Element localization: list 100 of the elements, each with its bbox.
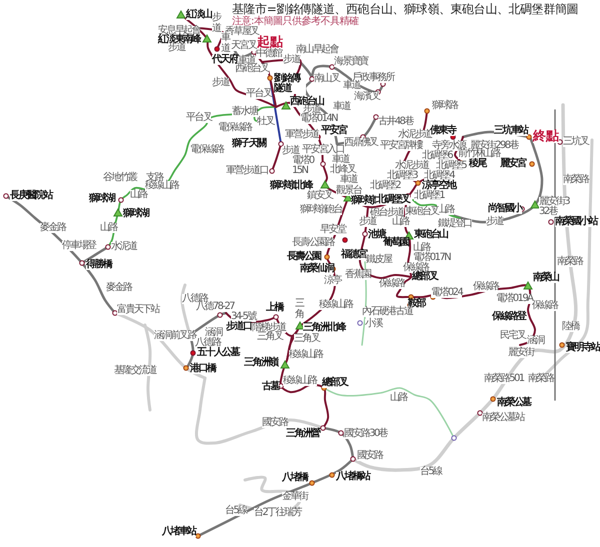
trail-label: 山路 xyxy=(413,243,430,253)
place-name: 寶明寺站 xyxy=(566,343,600,353)
trail-label: 電塔024 xyxy=(431,288,462,298)
trail-label: 北峰叉 xyxy=(330,165,356,175)
trail-label: 北碉堡1 xyxy=(414,191,444,201)
trail-label: 台2丁往瑞芳 xyxy=(254,508,301,518)
trail-label: 谷地竹叢 xyxy=(103,173,137,183)
trail-label: 麗安街 xyxy=(508,348,534,358)
trail-label: 長壽公園路 xyxy=(292,238,334,248)
trail-label: 涵洞 xyxy=(205,328,222,338)
trail-label: 金華街 xyxy=(282,492,308,502)
place-name: 步道口 xyxy=(226,322,252,332)
trail-label: 保線路 xyxy=(532,301,558,311)
trail-label: 北碉堡3 xyxy=(387,171,417,181)
trail-label: 蓄水塘 xyxy=(232,107,258,117)
place-name: 八堵橋 xyxy=(282,473,308,483)
trail-label: 涵洞 xyxy=(527,336,544,346)
place-name: 港口橋 xyxy=(190,364,216,374)
trail-label: 獅球嶺砲台 xyxy=(300,205,342,215)
place-name: 三角洲嶺 xyxy=(244,358,278,368)
trail-label: 台5線 xyxy=(225,506,247,516)
trail-label: 台5線 xyxy=(420,467,442,477)
trail-label: 安息早起會 xyxy=(158,26,200,36)
place-name: 八堵橋站 xyxy=(336,472,370,482)
place-name: 平安宮 xyxy=(321,126,346,136)
trail-label: 北碉堡2 xyxy=(370,181,400,191)
trail-label: 山路 xyxy=(130,190,147,200)
endpoint-label: 起點 xyxy=(257,36,283,49)
trail-label: 電塔019A xyxy=(496,294,532,304)
map-title: 基隆市=劉銘傳隧道、西砲台山、獅球嶺、東砲台山、北碉堡群簡圖 xyxy=(232,1,578,16)
trail-label: 鐵堤登口 xyxy=(438,219,472,229)
place-name: 鞍部 xyxy=(408,299,425,309)
place-name: 三角洲北峰 xyxy=(303,323,346,333)
trail-label: 步道 xyxy=(283,55,300,65)
place-name: 東砲台山 xyxy=(414,230,448,240)
trail-label: 電保線路 xyxy=(190,145,224,155)
trail-label: 海景寶寶 xyxy=(334,57,368,67)
place-name: 總部叉 xyxy=(412,272,438,282)
trail-label: 北碉堡6 xyxy=(422,151,452,161)
trail-label: 保線路 xyxy=(473,282,498,292)
trail-label: 香蕉園 xyxy=(345,270,370,280)
place-name: 獅球湖 xyxy=(123,209,148,219)
place-name: 紅淡山 xyxy=(186,10,212,20)
trail-label: 山路 xyxy=(390,393,407,403)
trail-label: 平安宮入口 xyxy=(302,145,344,155)
trail-label: 步道 xyxy=(168,43,185,53)
place-name: 南榮仙洞 xyxy=(300,264,334,274)
trail-label: 南榮路 xyxy=(528,374,554,384)
place-name: 獅球嶺北峰 xyxy=(270,181,312,191)
trail-label: 小溪 xyxy=(365,319,382,329)
trail-label: 涼亭 xyxy=(324,276,341,286)
trail-label: 陸橋 xyxy=(562,322,579,332)
place-name: 獅球湖 xyxy=(89,194,114,204)
trail-label: 基隆交流道 xyxy=(114,366,156,376)
trail-label: 34-5號 xyxy=(231,312,256,322)
place-name: 獅子天關 xyxy=(232,139,266,149)
trail-label: 步道 xyxy=(486,217,503,227)
trail-label: 海濱叉 xyxy=(354,92,380,102)
trail-label: 國安路 xyxy=(262,418,288,428)
trail-label: 保線路 xyxy=(403,263,428,273)
trail-label: 鐵皮屋 xyxy=(366,255,392,265)
trail-label: 南榮公墓站 xyxy=(482,413,524,423)
place-name: 稜尾 xyxy=(469,159,486,169)
trail-label: 鎮安叉 xyxy=(307,191,332,201)
trail-label: 稜線山路 xyxy=(145,181,179,191)
place-name: 代天府 xyxy=(212,55,238,65)
trail-label: 軍營步道 xyxy=(285,130,319,140)
trail-label: 前竹林山路 xyxy=(458,149,500,159)
trail-label: 麥金路 xyxy=(106,283,132,293)
trail-label: 八德路 xyxy=(195,338,220,348)
place-name: 佛東寺 xyxy=(430,126,456,136)
trail-label: 南榮路501 xyxy=(484,374,524,384)
place-name: 三角洲營 xyxy=(286,429,320,439)
trail-label: 古井48巷 xyxy=(378,117,413,127)
trail-label: 保線路 xyxy=(379,279,404,289)
trail-label: 南山早起會 xyxy=(296,45,338,55)
trail-label: 平台叉 xyxy=(246,89,272,99)
trail-label: 電塔014N xyxy=(300,114,337,124)
trail-label: 水泥步道 xyxy=(395,161,429,171)
place-name: 涼亭空地 xyxy=(422,181,456,191)
trail-label: 三角 xyxy=(295,298,305,320)
trail-label: 山路 xyxy=(100,223,117,233)
place-name: 尚智國小 xyxy=(488,204,522,214)
trail-label: 西鼎佛叉 xyxy=(344,138,378,148)
trail-label: 民宅叉 xyxy=(500,331,526,341)
place-name: 南榮山 xyxy=(533,273,558,283)
trail-label: 山路 xyxy=(392,217,409,227)
trail-label: 步道 xyxy=(359,217,376,227)
trail-label: 車道 xyxy=(340,175,357,185)
trail-label: 步道 xyxy=(212,78,229,88)
trail-label: 車道 xyxy=(332,155,349,165)
place-name: 福德宮 xyxy=(341,250,366,260)
trail-label: 稜線山路 xyxy=(283,376,317,386)
place-name: 葡萄園 xyxy=(383,238,408,248)
trail-label: 步道 xyxy=(282,146,299,156)
trail-label: 牡叉 xyxy=(257,117,274,127)
trail-label: 內石硬港古道 xyxy=(362,307,412,317)
trail-label: 平安宮牌樓 xyxy=(380,141,422,151)
trail-label: 麗安街332巷 xyxy=(539,197,569,217)
trail-label: 麥金路 xyxy=(40,223,66,233)
